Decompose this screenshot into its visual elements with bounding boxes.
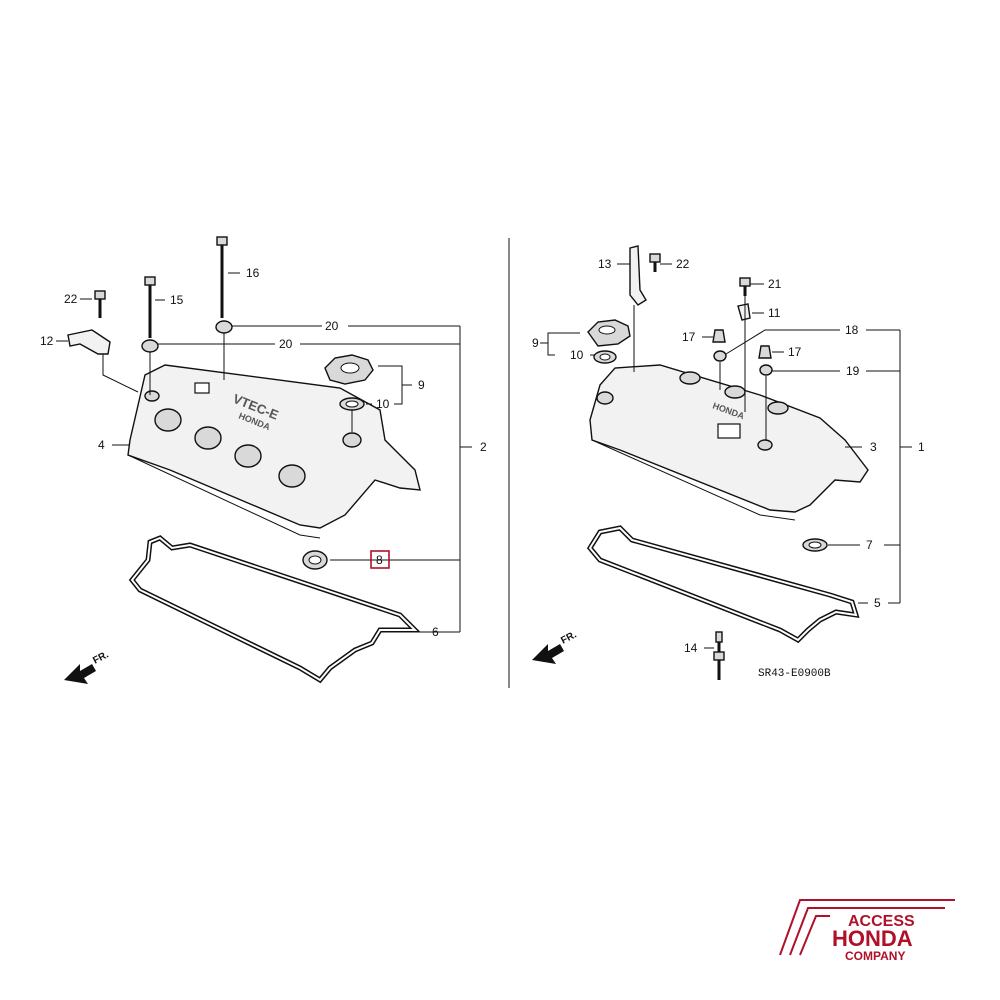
grommet-17-b[interactable] [758, 345, 772, 359]
callout-20-b: 20 [279, 337, 293, 351]
cover-left-edge [127, 454, 321, 539]
bolt-22-right-head[interactable] [649, 253, 661, 263]
cover-left-h-badge [194, 382, 210, 394]
oil-cap-9-left-top [340, 362, 360, 374]
access-honda-logo: ACCESS HONDA COMPANY [779, 899, 955, 963]
cover-left-port-4 [278, 464, 306, 488]
bracket-11[interactable] [737, 303, 751, 321]
cover-left-port-3 [234, 444, 262, 468]
cover-left-bolt-hole [144, 390, 160, 402]
callout-8-highlight-box [370, 550, 390, 569]
callout-17-b: 17 [788, 345, 802, 359]
callout-3: 3 [870, 440, 877, 454]
valve-cover-left-4[interactable] [127, 364, 421, 529]
cover-right-port-3 [767, 401, 789, 415]
logo-swoosh-3 [799, 915, 830, 956]
diagram-code: SR43-E0900B [758, 668, 831, 680]
cover-left-port-2 [194, 426, 222, 450]
callout-2: 2 [480, 440, 487, 454]
front-arrow-left: FR. [64, 649, 111, 684]
gasket-right-inner [588, 526, 858, 642]
right-assembly: HONDA [532, 245, 925, 680]
cover-right-port-1 [679, 371, 701, 385]
logo-swoosh-outer [779, 899, 955, 956]
washer-20-b[interactable] [215, 320, 233, 334]
callout-9-right: 9 [532, 336, 539, 350]
callout-17-a: 17 [682, 330, 696, 344]
callout-10-left: 10 [376, 397, 390, 411]
logo-line3: COMPANY [845, 949, 905, 963]
leader-12-to-cover [102, 354, 139, 393]
seal-10-left-hole [345, 400, 359, 408]
gasket-left-inner [130, 536, 418, 682]
cover-right-filler-port [596, 391, 614, 405]
callout-8[interactable]: 8 [376, 553, 383, 567]
washer-20-a[interactable] [141, 339, 159, 353]
callout-22-left: 22 [64, 292, 78, 306]
cover-right-h-badge [717, 423, 741, 439]
callout-22-right: 22 [676, 257, 690, 271]
washer-18[interactable] [713, 350, 727, 362]
bolt-21-head[interactable] [739, 277, 751, 287]
front-arrow-right: FR. [532, 629, 579, 664]
callout-11: 11 [768, 306, 781, 320]
cover-right-port-2 [724, 385, 746, 399]
gasket-left-6[interactable] [128, 535, 422, 684]
cover-right-edge [591, 439, 796, 521]
callout-6: 6 [432, 625, 439, 639]
bracket-12[interactable] [67, 329, 111, 355]
seal-10-right-hole [599, 353, 611, 361]
callout-4: 4 [98, 438, 105, 452]
bracket-13[interactable] [629, 245, 647, 306]
bolt-15-head[interactable] [144, 276, 156, 286]
stud-14-top[interactable] [715, 631, 723, 643]
callout-14: 14 [684, 641, 698, 655]
callout-1: 1 [918, 440, 925, 454]
callout-18: 18 [845, 323, 859, 337]
leader-18 [725, 329, 840, 355]
callout-20-a: 20 [325, 319, 339, 333]
grommet-17-a[interactable] [712, 329, 726, 343]
callout-21: 21 [768, 277, 782, 291]
oil-cap-9-right-top [598, 325, 616, 335]
front-marker-left: FR. [91, 649, 111, 666]
callout-15: 15 [170, 293, 184, 307]
cover-left-filler-port [342, 432, 362, 448]
cover-right-bolt-hole [757, 439, 773, 451]
callout-12: 12 [40, 334, 54, 348]
logo-line1: ACCESS [848, 913, 915, 930]
bolt-16-head[interactable] [216, 236, 228, 246]
seal-8-hole [308, 555, 322, 565]
stud-14-collar [713, 651, 725, 661]
logo-swoosh-inner [789, 907, 945, 956]
seal-7-hole [808, 541, 822, 549]
callout-19: 19 [846, 364, 860, 378]
callout-5: 5 [874, 596, 881, 610]
cover-left-port-1 [154, 408, 182, 432]
bolt-22-left-head[interactable] [94, 290, 106, 300]
washer-19[interactable] [759, 364, 773, 376]
callout-16: 16 [246, 266, 260, 280]
callout-13: 13 [598, 257, 612, 271]
left-assembly: VTEC-E HONDA [40, 236, 487, 684]
bracket-9-10-right [547, 332, 580, 356]
callout-10-right: 10 [570, 348, 584, 362]
callout-7: 7 [866, 538, 873, 552]
logo-line2: HONDA [832, 926, 913, 951]
front-marker-right: FR. [559, 629, 579, 646]
callout-9-left: 9 [418, 378, 425, 392]
